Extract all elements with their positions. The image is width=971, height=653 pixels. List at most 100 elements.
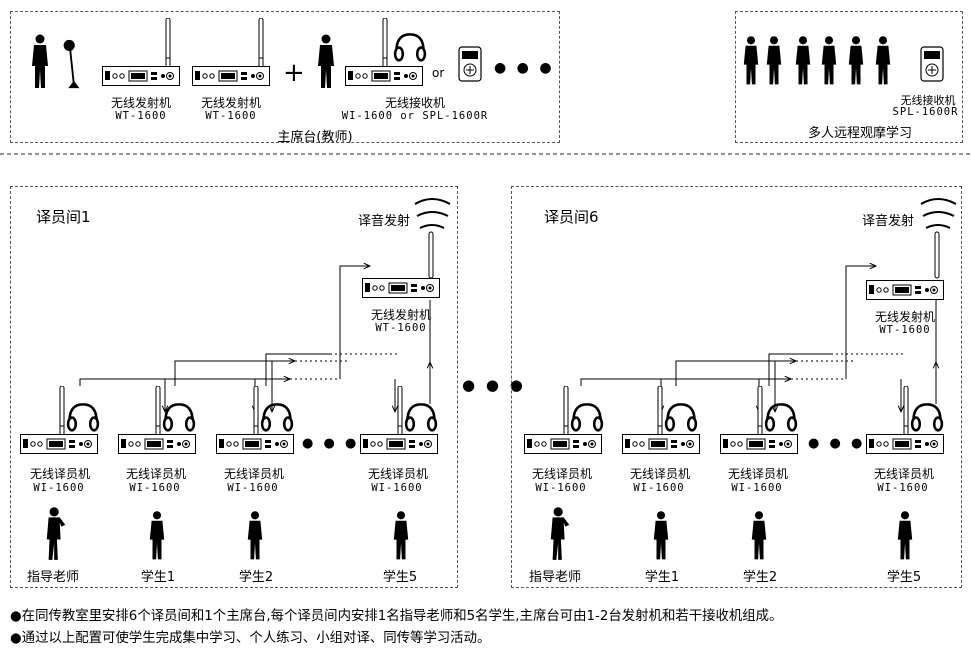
listener-icon — [316, 34, 336, 90]
remote-receiver-model: SPL-1600R — [892, 106, 959, 118]
antenna-icon — [154, 386, 162, 436]
booth-1-unit-1 — [20, 434, 98, 454]
booth-6-unit-3-model: WI-1600 — [731, 482, 783, 494]
headphone-icon — [66, 402, 100, 434]
antenna-icon — [257, 18, 265, 68]
main-transmitter-1-name: 无线发射机 — [110, 96, 171, 110]
main-receiver — [345, 66, 423, 86]
remote-receiver-name: 无线接收机 — [900, 94, 956, 107]
antenna-icon — [381, 18, 389, 68]
student-icon — [246, 510, 264, 562]
headphone-icon — [162, 402, 196, 434]
main-transmitter-2 — [192, 66, 270, 86]
antenna-icon — [656, 386, 664, 436]
remote-viewer-icon — [742, 34, 760, 88]
booth-1-transmitter — [362, 278, 440, 298]
booth-6-unit-4-model: WI-1600 — [877, 482, 929, 494]
booth-6-transmitter — [866, 280, 944, 300]
booth-1-unit-2-model: WI-1600 — [129, 482, 181, 494]
headphone-icon — [393, 32, 427, 64]
headphone-icon — [664, 402, 698, 434]
booth-1-transmitter-model: WT-1600 — [375, 322, 427, 334]
main-transmitter-2-name: 无线发射机 — [200, 96, 261, 110]
note-line-1: ●在同传教室里安排6个译员间和1个主席台,每个译员间内安排1名指导老师和5名学生… — [10, 609, 783, 624]
presenter-icon — [28, 34, 52, 90]
booth-1-wiring — [79, 198, 451, 588]
booth-1-unit-1-model: WI-1600 — [33, 482, 85, 494]
booth-6-unit-4-person: 学生5 — [886, 570, 922, 585]
pocket-receiver-icon — [920, 46, 944, 82]
booth-6-unit-2-model: WI-1600 — [633, 482, 685, 494]
booths-ellipsis: ● ● ● — [462, 376, 526, 394]
pocket-receiver-icon — [458, 46, 482, 82]
booth-6-unit-1-person: 指导老师 — [528, 570, 581, 585]
main-station-panel — [10, 11, 560, 143]
headphone-icon — [260, 402, 294, 434]
remote-viewer-icon — [794, 34, 812, 88]
booth-1-title: 译员间1 — [36, 208, 91, 226]
booth-6-unit-1 — [524, 434, 602, 454]
student-icon — [392, 510, 410, 562]
remote-viewer-icon — [765, 34, 783, 88]
remote-viewer-icon — [847, 34, 865, 88]
teacher-icon — [44, 506, 68, 562]
main-transmitter-1-model: WT-1600 — [115, 110, 167, 122]
booth-1-unit-2 — [118, 434, 196, 454]
headphone-icon — [404, 402, 438, 434]
student-icon — [750, 510, 768, 562]
booth-6-unit-3 — [720, 434, 798, 454]
booth-6-unit-3-name: 无线译员机 — [727, 467, 788, 481]
headphone-icon — [570, 402, 604, 434]
booth-1-unit-3-name: 无线译员机 — [223, 467, 284, 481]
antenna-icon — [164, 18, 172, 68]
booth-1-unit-1-person: 指导老师 — [26, 570, 79, 585]
remote-viewer-icon — [874, 34, 892, 88]
booth-1-unit-3-model: WI-1600 — [227, 482, 279, 494]
note-line-2: ●通过以上配置可使学生完成集中学习、个人练习、小组对译、同传等学习活动。 — [10, 631, 491, 646]
antenna-icon — [562, 386, 570, 436]
booth-1-panel — [10, 186, 458, 588]
headphone-icon — [764, 402, 798, 434]
main-receiver-name: 无线接收机 — [384, 96, 445, 110]
remote-group-panel — [735, 11, 963, 143]
booth-6-unit-2-person: 学生1 — [644, 570, 680, 585]
main-transmitter-1 — [102, 66, 180, 86]
booth-6-wiring — [580, 198, 957, 588]
booth-1-unit-4-model: WI-1600 — [371, 482, 423, 494]
student-icon — [148, 510, 166, 562]
booth-6-unit-1-name: 无线译员机 — [531, 467, 592, 481]
booth-1-unit-2-person: 学生1 — [140, 570, 176, 585]
student-icon — [896, 510, 914, 562]
booth-1-unit-2-name: 无线译员机 — [125, 467, 186, 481]
booth-6-broadcast-label: 译音发射 — [862, 214, 915, 229]
main-receiver-model: WI-1600 or SPL-1600R — [341, 110, 489, 122]
booth-6-panel — [511, 186, 962, 588]
booth-6-unit-1-model: WI-1600 — [535, 482, 587, 494]
booth-1-unit-4-name: 无线译员机 — [367, 467, 428, 481]
main-station-caption: 主席台(教师) — [277, 130, 353, 145]
booth-1-unit-3-person: 学生2 — [238, 570, 274, 585]
booth-1-unit-1-name: 无线译员机 — [29, 467, 90, 481]
booth-1-unit-4 — [360, 434, 438, 454]
ellipsis-dots: ● ● ● — [494, 60, 555, 76]
remote-group-caption: 多人远程观摩学习 — [807, 126, 912, 141]
booth-1-unit-4-person: 学生5 — [382, 570, 418, 585]
antenna-icon — [58, 386, 66, 436]
remote-viewer-icon — [820, 34, 838, 88]
microphone-stand-icon — [60, 38, 84, 90]
booth-6-transmitter-model: WT-1600 — [879, 324, 931, 336]
main-transmitter-2-model: WT-1600 — [205, 110, 257, 122]
section-divider — [0, 153, 971, 155]
booth-6-unit-2-name: 无线译员机 — [629, 467, 690, 481]
booth-1-ellipsis: ● ● ● — [302, 436, 360, 451]
antenna-icon — [396, 386, 404, 436]
teacher-icon — [548, 506, 572, 562]
booth-6-unit-4-name: 无线译员机 — [873, 467, 934, 481]
antenna-icon — [902, 386, 910, 436]
student-icon — [652, 510, 670, 562]
booth-6-unit-3-person: 学生2 — [742, 570, 778, 585]
antenna-icon — [756, 386, 764, 436]
booth-6-unit-4 — [866, 434, 944, 454]
booth-6-transmitter-name: 无线发射机 — [874, 310, 935, 324]
